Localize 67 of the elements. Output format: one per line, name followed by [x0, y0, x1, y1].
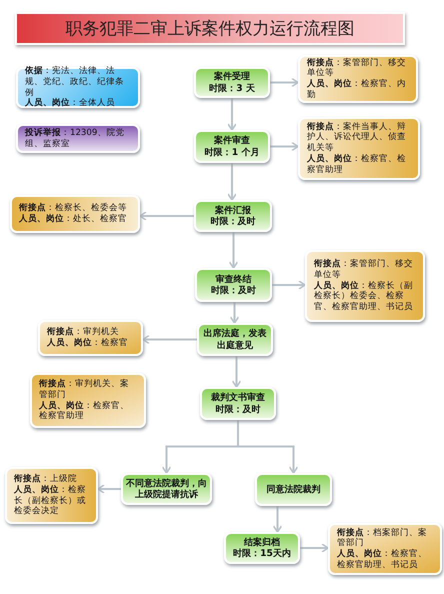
note-box [298, 55, 418, 103]
note-text: 衔接点：案管部门、移交单位等 [314, 259, 414, 280]
arrow [300, 543, 329, 553]
step-title: 不同意法院裁判，向上级院提请抗诉 [126, 478, 207, 500]
step-title: 案件受理 [214, 71, 250, 82]
note-box [328, 523, 442, 575]
note-text: 人员、岗位：处长、检察官 [19, 214, 128, 225]
process-box [194, 200, 272, 232]
note-text: 衔接点：审判机关 [47, 327, 120, 338]
note-text: 衔接点：上级院 [14, 474, 78, 484]
note-text: 衔接点：案管部门、移交单位等 [307, 58, 407, 78]
note-text: 投诉举报：12309、院党组、监察室 [25, 128, 126, 150]
note-text: 人员、岗位：检察长（副检察长）检委会、检察官、检察官助理、书记员 [314, 280, 414, 313]
arrow [232, 356, 242, 388]
step-title: 案件审查 [214, 135, 250, 146]
time-limit: 时限：及时 [210, 216, 256, 228]
process-box [224, 532, 300, 564]
arrow [227, 98, 237, 131]
note-text: 衔接点：审判机关、案管部门 [39, 379, 130, 400]
process-box [255, 473, 332, 506]
arrow [227, 163, 237, 201]
arrow [272, 280, 306, 290]
note-text: 衔接点：检察长、检委会等 [19, 203, 128, 214]
note-text: 人员、岗位：检察官、检察官助理、书记员 [337, 549, 428, 570]
note-box [30, 373, 146, 428]
note-text: 依据：宪法、法律、法规、党纪、政纪、纪律条例 [25, 66, 125, 98]
note-text: 衔接点：档案部门、案管部门 [337, 528, 428, 548]
step-title: 结案归档 [244, 536, 280, 548]
time-limit: 时限：3 天 [209, 82, 255, 94]
process-box [195, 268, 272, 302]
step-title: 审查终结 [216, 274, 252, 285]
note-text: 人员、岗位：检察官 [47, 338, 129, 349]
note-box [5, 467, 98, 524]
note-box [38, 320, 143, 356]
note-text: 人员、岗位：检察官、内勤 [307, 79, 407, 100]
note-box [305, 250, 425, 322]
step-title: 裁判文书审查 [211, 392, 265, 404]
time-limit: 时限：及时 [211, 285, 256, 296]
arrow [230, 302, 240, 324]
arrow [142, 334, 197, 344]
note-text: 人员、岗位：检察长（副检察长）或检委会决定 [14, 484, 87, 517]
time-limit: 时限：及时 [216, 404, 260, 415]
arrow [270, 142, 299, 152]
note-text: 人员、岗位：全体人员 [25, 98, 116, 109]
step-title: 出席法庭，发表出庭意见 [202, 328, 268, 351]
process-box [200, 387, 276, 420]
note-text: 人员、岗位：检察官、检察官助理 [39, 400, 130, 422]
note-box [10, 195, 140, 233]
arrow [272, 506, 282, 533]
note-text: 衔接点：案件当事人、辩护人、诉讼代理人、侦查机关等 [307, 122, 407, 154]
complaint-box [16, 124, 140, 153]
process-box [194, 67, 270, 98]
arrow [97, 484, 121, 494]
info-box [16, 67, 140, 108]
step-title: 案件汇报 [215, 204, 251, 216]
note-text: 人员、岗位：检察官、检察官助理 [307, 154, 407, 176]
arrow [139, 211, 194, 221]
process-box [121, 473, 212, 505]
time-limit: 时限：15天内 [233, 548, 291, 560]
title-banner: 职务犯罪二审上诉案件权力运行流程图 [15, 12, 405, 45]
arrow [270, 78, 299, 88]
step-title: 同意法院裁判 [266, 484, 320, 496]
process-box [197, 323, 273, 356]
time-limit: 时限：1 个月 [204, 146, 260, 158]
process-box [194, 130, 270, 163]
arrow [228, 232, 238, 269]
note-box [298, 117, 420, 180]
